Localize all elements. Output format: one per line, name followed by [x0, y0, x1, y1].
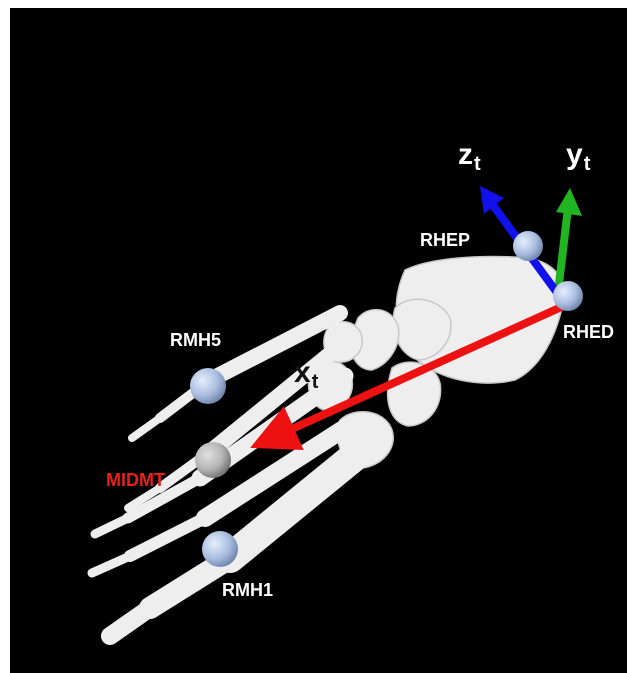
y-axis-label: yt [566, 138, 590, 176]
midmt-label: MIDMT [106, 470, 165, 491]
rhep-marker [513, 231, 543, 261]
rmh1-marker [202, 531, 238, 567]
rhed-marker [553, 281, 583, 311]
foot-skeleton-illustration [10, 8, 627, 673]
rmh1-label: RMH1 [222, 580, 273, 601]
rmh5-marker [190, 368, 226, 404]
midmt-marker [195, 442, 231, 478]
z-axis-label: zt [458, 138, 481, 176]
rhed-label: RHED [563, 322, 614, 343]
x-axis-label: xt [294, 356, 318, 394]
y-axis-arrow [558, 208, 568, 292]
rhep-label: RHEP [420, 230, 470, 251]
y-axis-arrowhead [556, 188, 582, 216]
rmh5-label: RMH5 [170, 330, 221, 351]
foot-skeleton-diagram: RHEP RHED RMH5 MIDMT RMH1 xt yt zt [10, 8, 627, 673]
